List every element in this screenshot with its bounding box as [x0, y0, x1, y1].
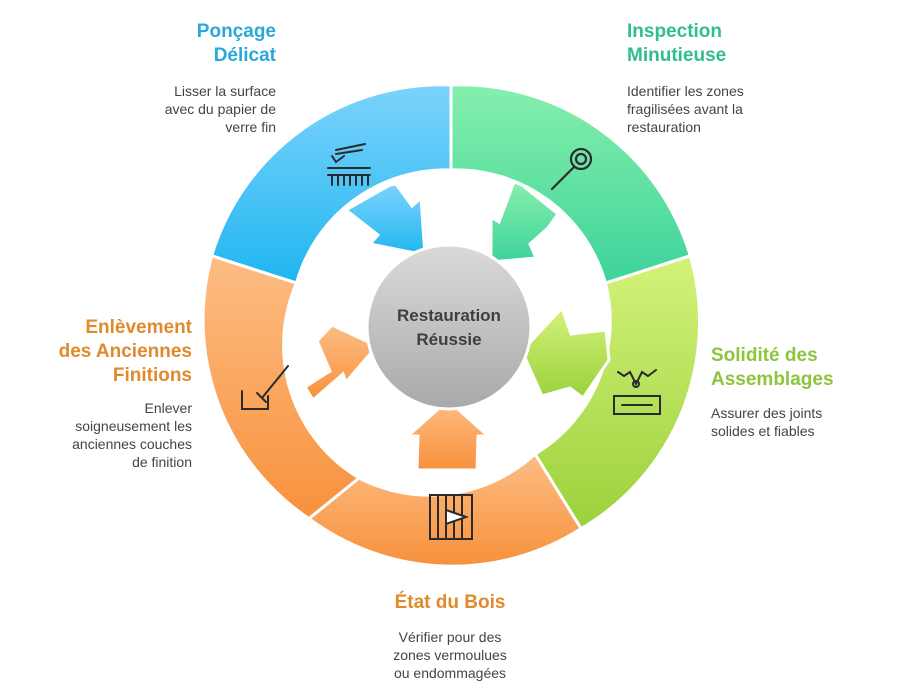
step-title-enlevement: Enlèvement des Anciennes Finitions	[58, 317, 192, 386]
step-desc-enlevement: Enlever soigneusement les anciennes couc…	[72, 400, 192, 470]
step-desc-solidite: Assurer des joints solides et fiables	[711, 405, 823, 439]
arrow-solidite	[520, 305, 611, 401]
step-title-etat: État du Bois	[394, 592, 506, 613]
arrow-inspection	[489, 180, 561, 264]
scraper-icon	[241, 365, 289, 410]
step-desc-inspection: Identifier les zones fragilisées avant l…	[627, 83, 744, 135]
step-title-solidite: Solidité des Assemblages	[711, 345, 834, 390]
arrow-etat	[404, 397, 492, 472]
step-title-inspection: Inspection Minutieuse	[627, 21, 727, 66]
center-label-line1: Restauration	[397, 306, 501, 325]
segment-enlevement	[201, 253, 362, 521]
center-circle	[365, 243, 533, 411]
joint-icon	[613, 369, 661, 415]
step-desc-etat: Vérifier pour des zones vermoulues ou en…	[393, 629, 507, 681]
magnifier-icon	[550, 147, 593, 191]
step-desc-poncage: Lisser la surface avec du papier de verr…	[164, 83, 276, 135]
center-label-line2: Réussie	[416, 330, 481, 349]
step-title-poncage: Ponçage Délicat	[196, 21, 276, 66]
wood-icon	[429, 494, 473, 540]
sanding-icon	[327, 143, 371, 186]
